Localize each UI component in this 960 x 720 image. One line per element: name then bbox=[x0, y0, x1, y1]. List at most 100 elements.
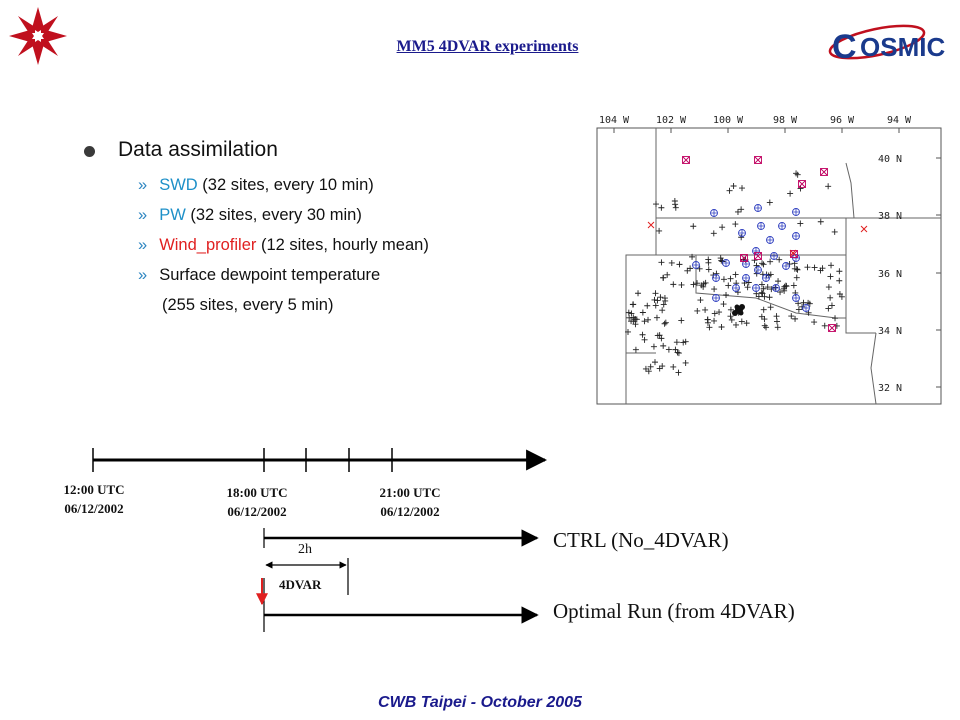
ctrl-run-label: CTRL (No_4DVAR) bbox=[553, 528, 729, 552]
surface-station-marker bbox=[644, 302, 651, 309]
surface-station-marker bbox=[738, 318, 745, 325]
surface-station-marker bbox=[774, 324, 781, 331]
main-bullet-text: Data assimilation bbox=[118, 138, 278, 161]
surface-station-marker bbox=[744, 284, 751, 291]
surface-station-marker bbox=[758, 289, 765, 296]
sub-bullet-text: (32 sites, every 30 min) bbox=[185, 206, 362, 224]
surface-station-marker bbox=[732, 271, 739, 278]
surface-station-marker bbox=[717, 255, 724, 262]
surface-station-marker bbox=[710, 230, 717, 237]
surface-station-marker bbox=[662, 319, 669, 326]
wind-profiler-marker bbox=[798, 180, 806, 188]
surface-station-marker bbox=[728, 316, 735, 323]
time-label-12utc: 12:00 UTC 06/12/2002 bbox=[40, 480, 148, 518]
surface-station-marker bbox=[676, 261, 683, 268]
gps-site-marker bbox=[792, 208, 800, 216]
sub-bullet-swd: »SWD (32 sites, every 10 min) bbox=[138, 176, 374, 195]
lat-label: 40 N bbox=[878, 154, 902, 165]
surface-station-marker bbox=[697, 297, 704, 304]
surface-station-marker bbox=[682, 338, 689, 345]
surface-station-marker bbox=[788, 313, 795, 320]
surface-station-marker bbox=[800, 299, 807, 306]
surface-station-marker bbox=[733, 321, 740, 328]
surface-station-marker bbox=[732, 221, 739, 228]
surface-station-marker bbox=[825, 284, 832, 291]
surface-station-marker bbox=[831, 228, 838, 235]
surface-station-marker bbox=[711, 317, 718, 324]
surface-station-marker bbox=[720, 301, 727, 308]
date-text: 06/12/2002 bbox=[380, 504, 440, 519]
surface-station-marker bbox=[825, 305, 832, 312]
star-logo-icon bbox=[9, 7, 67, 65]
gps-site-marker bbox=[757, 222, 765, 230]
dense-station-cluster bbox=[732, 304, 745, 316]
gps-site-marker bbox=[722, 259, 730, 267]
surface-station-marker bbox=[705, 259, 712, 266]
surface-station-marker bbox=[639, 309, 646, 316]
sub-bullet-pw: »PW (32 sites, every 30 min) bbox=[138, 206, 362, 225]
surface-station-marker bbox=[670, 363, 677, 370]
sub-bullet-wind: »Wind_profiler (12 sites, hourly mean) bbox=[138, 236, 429, 255]
gps-site-marker bbox=[792, 232, 800, 240]
surface-station-marker bbox=[702, 306, 709, 313]
surface-station-marker bbox=[713, 270, 720, 277]
surface-station-marker bbox=[656, 365, 663, 372]
highlight-pw: PW bbox=[159, 206, 186, 224]
surface-station-marker bbox=[723, 291, 730, 298]
surface-station-marker bbox=[773, 318, 780, 325]
surface-station-marker bbox=[764, 284, 771, 291]
surface-station-marker bbox=[821, 322, 828, 329]
surface-station-marker bbox=[625, 309, 632, 316]
surface-station-marker bbox=[678, 317, 685, 324]
gps-site-marker bbox=[802, 304, 810, 312]
surface-station-marker bbox=[656, 227, 663, 234]
surface-station-marker bbox=[763, 324, 770, 331]
surface-station-marker bbox=[641, 318, 648, 325]
surface-station-marker bbox=[651, 359, 658, 366]
surface-station-marker bbox=[758, 281, 765, 288]
lat-label: 34 N bbox=[878, 326, 902, 337]
surface-station-marker bbox=[682, 359, 689, 366]
surface-station-marker bbox=[766, 294, 773, 301]
surface-station-marker bbox=[718, 323, 725, 330]
surface-station-marker bbox=[836, 291, 843, 298]
surface-station-marker bbox=[645, 316, 652, 323]
surface-station-marker bbox=[720, 276, 727, 283]
surface-station-marker bbox=[629, 301, 636, 308]
date-text: 06/12/2002 bbox=[227, 504, 287, 519]
surface-station-marker bbox=[727, 306, 734, 313]
surface-station-marker bbox=[790, 282, 797, 289]
surface-station-marker bbox=[817, 267, 824, 274]
missouri-river bbox=[845, 162, 855, 219]
surface-station-marker bbox=[694, 280, 701, 287]
gps-site-marker bbox=[738, 229, 746, 237]
wind-profiler-marker bbox=[740, 254, 748, 262]
bullet-dot-icon bbox=[84, 146, 95, 157]
highlight-wind-profiler: Wind_profiler bbox=[159, 236, 257, 254]
lon-label: 100 W bbox=[713, 115, 744, 126]
surface-station-marker bbox=[706, 324, 713, 331]
surface-station-marker bbox=[760, 306, 767, 313]
surface-station-marker bbox=[642, 365, 649, 372]
surface-station-marker bbox=[828, 302, 835, 309]
surface-station-marker bbox=[653, 201, 660, 208]
surface-station-marker bbox=[654, 297, 661, 304]
surface-station-marker bbox=[781, 287, 788, 294]
lat-label: 36 N bbox=[878, 269, 902, 280]
gps-site-marker bbox=[770, 252, 778, 260]
surface-station-marker bbox=[734, 208, 741, 215]
x-site-marker bbox=[789, 249, 797, 257]
surface-station-marker bbox=[787, 190, 794, 197]
surface-station-marker bbox=[791, 265, 798, 272]
sub-bullet-text: (32 sites, every 10 min) bbox=[197, 176, 374, 194]
fdvar-label: 4DVAR bbox=[279, 577, 322, 592]
surface-station-marker bbox=[705, 266, 712, 273]
surface-station-marker bbox=[738, 234, 745, 241]
gps-site-marker bbox=[762, 274, 770, 282]
surface-station-marker bbox=[760, 285, 767, 292]
x-site-marker bbox=[647, 221, 655, 229]
surface-station-marker bbox=[665, 346, 672, 353]
surface-station-marker bbox=[658, 204, 665, 211]
page-title: MM5 4DVAR experiments bbox=[396, 38, 579, 55]
